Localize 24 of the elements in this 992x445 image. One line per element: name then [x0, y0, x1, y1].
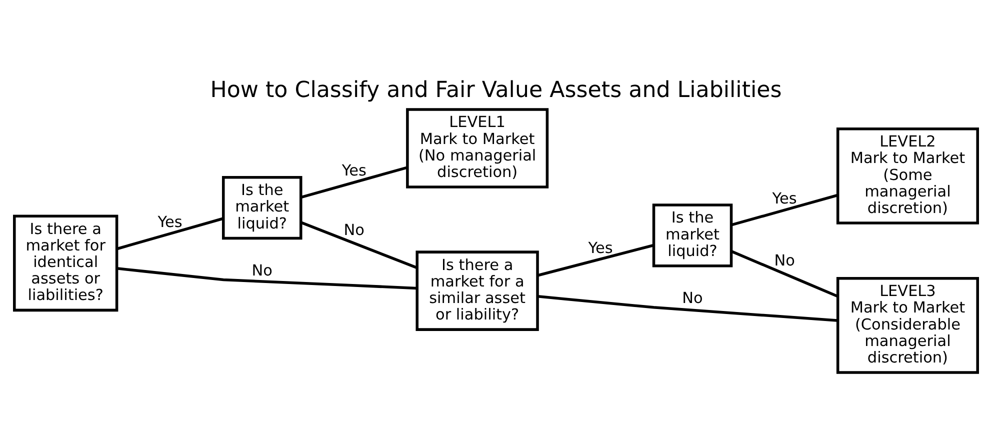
edge-label: No	[682, 288, 703, 306]
node-box: Is there a market for identical assets or liabilities?	[13, 214, 118, 312]
diagram-title: How to Classify and Fair Value Assets and Liabilities	[210, 76, 782, 102]
node-box: LEVEL2 Mark to Market (Some managerial discretion)	[836, 127, 979, 224]
node-box: LEVEL3 Mark to Market (Considerable managerial discretion)	[836, 276, 979, 374]
connector	[538, 294, 838, 322]
connector	[538, 243, 654, 276]
node-box: Is the market liquid?	[652, 203, 733, 267]
edge-label: Yes	[342, 161, 366, 180]
edge-label: Yes	[772, 188, 797, 207]
node-box: Is there a market for a similar asset or liability?	[416, 250, 539, 330]
edge-label: Yes	[158, 212, 182, 230]
connector	[116, 216, 224, 250]
node-box: Is the market liquid?	[222, 175, 302, 240]
edge-label: No	[344, 220, 364, 239]
connector	[731, 193, 838, 226]
connector	[300, 220, 418, 268]
edge-label: No	[774, 251, 795, 270]
connector	[730, 250, 838, 298]
edge-label: Yes	[588, 238, 613, 257]
connector	[116, 266, 417, 290]
edge-label: No	[252, 260, 272, 279]
connector	[300, 166, 408, 198]
node-box: LEVEL1 Mark to Market (No managerial discretion)	[406, 108, 549, 188]
